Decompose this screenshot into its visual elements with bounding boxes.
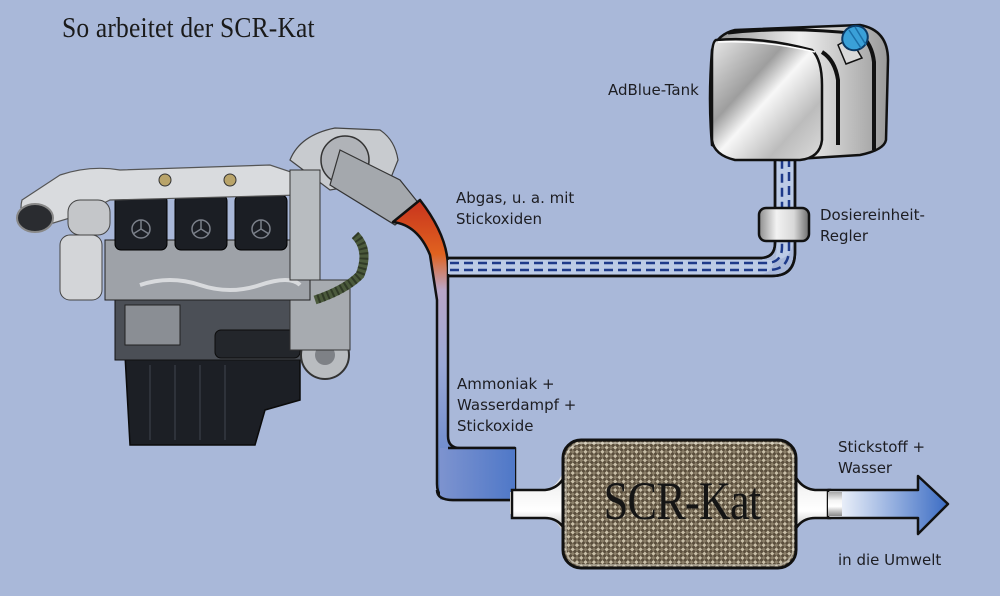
adblue-tank-label: AdBlue-Tank xyxy=(608,81,699,99)
adblue-tank-icon xyxy=(708,23,890,162)
output-arrow-icon xyxy=(826,474,950,536)
scr-catalyst-icon xyxy=(510,438,832,570)
output-label: Stickstoff + Wasser xyxy=(838,438,926,477)
tank-cap-icon xyxy=(841,24,869,52)
mixture-label: Ammoniak + Wasserdampf + Stickoxide xyxy=(457,375,577,435)
dosing-unit-label: Dosiereinheit- Regler xyxy=(820,206,925,245)
engine-illustration xyxy=(16,127,421,446)
page-title: So arbeitet der SCR-Kat xyxy=(62,12,315,44)
exhaust-label: Abgas, u. a. mit Stickoxiden xyxy=(456,189,575,228)
destination-label: in die Umwelt xyxy=(838,551,942,569)
catalyst-label: SCR-Kat xyxy=(603,471,761,531)
adblue-line xyxy=(448,158,797,278)
dosing-unit-icon xyxy=(757,206,811,243)
